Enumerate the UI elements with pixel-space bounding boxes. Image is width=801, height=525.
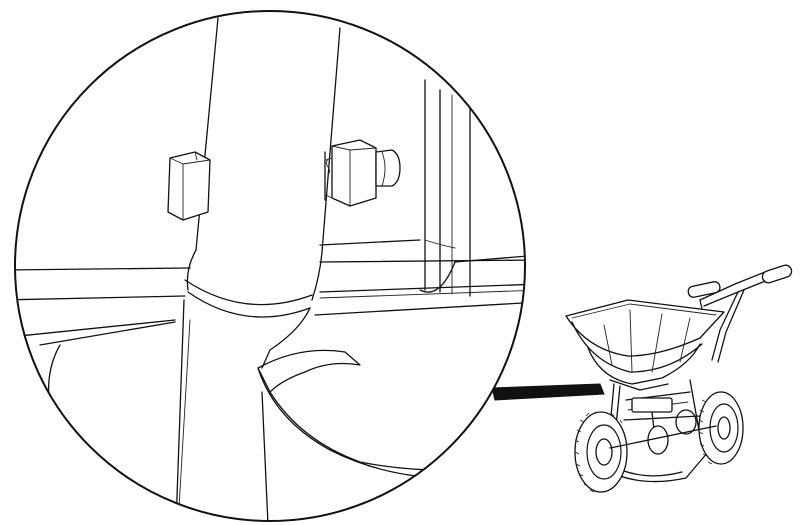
callout-leader (491, 383, 605, 401)
bolt-head (167, 151, 211, 221)
spreader-axle (609, 425, 717, 449)
magnified-detail-view (14, 10, 526, 522)
bolt-thread-end (375, 149, 401, 187)
spreader-right-wheel (698, 391, 744, 465)
spreader-overview (565, 264, 793, 493)
spreader-left-wheel (574, 411, 628, 493)
frame-rail (15, 239, 525, 339)
hex-nut (324, 139, 377, 207)
spreader-hopper (565, 299, 725, 391)
detail-circle-border (14, 10, 526, 522)
